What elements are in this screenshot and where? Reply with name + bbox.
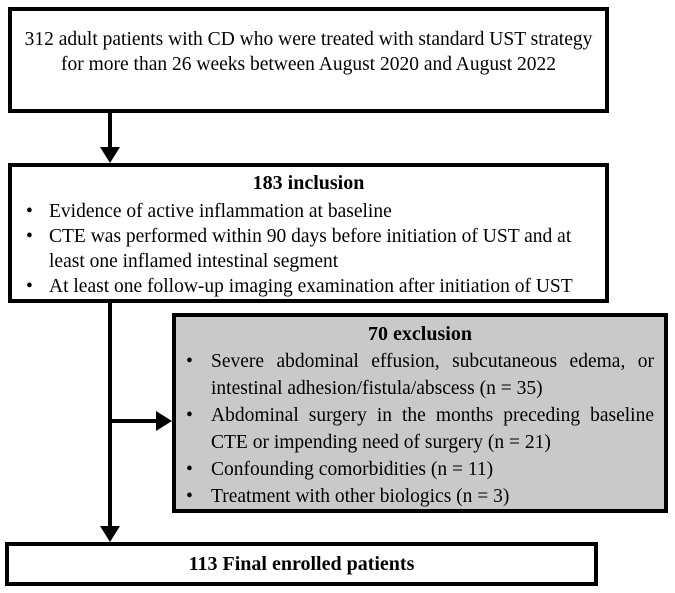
exclusion-box: 70 exclusion • Severe abdominal effusion… <box>172 313 668 513</box>
inclusion-bullet-2-text-line-2: least one inflamed intestinal segment <box>49 251 339 272</box>
list-item: • Abdominal surgery in the months preced… <box>186 402 654 456</box>
exclusion-bullet-2-text-line-1: Abdominal surgery in the months precedin… <box>211 405 654 426</box>
list-item: • At least one follow-up imaging examina… <box>26 274 601 299</box>
exclusion-title: 70 exclusion <box>368 323 472 345</box>
final-enrolled-box: 113 Final enrolled patients <box>5 542 598 586</box>
inclusion-bullet-list: • Evidence of active inflammation at bas… <box>12 196 605 299</box>
arrow-inclusion-to-final-line <box>108 303 112 527</box>
bullet-icon: • <box>26 201 33 222</box>
initial-cohort-text-line-2: for more than 26 weeks between August 20… <box>60 54 556 75</box>
inclusion-bullet-3-text: At least one follow-up imaging examinati… <box>49 276 573 297</box>
exclusion-bullet-1-text-line-2: intestinal adhesion/fistula/abscess (n =… <box>211 378 543 399</box>
exclusion-bullet-3-text: Confounding comorbidities (n = 11) <box>211 459 494 480</box>
bullet-icon: • <box>26 226 33 247</box>
final-enrolled-text: 113 Final enrolled patients <box>188 552 415 575</box>
list-item: • Treatment with other biologics (n = 3) <box>186 483 654 510</box>
list-item: • Severe abdominal effusion, subcutaneou… <box>186 348 654 402</box>
bullet-icon: • <box>186 459 193 480</box>
arrow-inclusion-to-final-head-icon <box>100 526 120 542</box>
bullet-icon: • <box>186 486 193 507</box>
list-item: • Evidence of active inflammation at bas… <box>26 199 601 224</box>
list-item: • Confounding comorbidities (n = 11) <box>186 456 654 483</box>
exclusion-bullet-list: • Severe abdominal effusion, subcutaneou… <box>176 348 664 510</box>
exclusion-bullet-1-text-line-1: Severe abdominal effusion, subcutaneous … <box>211 351 654 372</box>
inclusion-title: 183 inclusion <box>252 172 365 194</box>
arrow-branch-to-exclusion-head-icon <box>156 411 172 431</box>
initial-cohort-box: 312 adult patients with CD who were trea… <box>8 7 609 113</box>
inclusion-bullet-1-text: Evidence of active inflammation at basel… <box>49 201 392 222</box>
list-item: • CTE was performed within 90 days befor… <box>26 224 601 274</box>
bullet-icon: • <box>186 405 193 426</box>
inclusion-box: 183 inclusion • Evidence of active infla… <box>8 163 609 303</box>
arrow-branch-to-exclusion-line <box>110 419 156 423</box>
initial-cohort-text-line-1: 312 adult patients with CD who were trea… <box>24 29 593 50</box>
inclusion-bullet-2-text-line-1: CTE was performed within 90 days before … <box>49 226 572 247</box>
exclusion-bullet-2-text-line-2: CTE or impending need of surgery (n = 21… <box>211 432 551 453</box>
bullet-icon: • <box>186 351 193 372</box>
arrow-top-to-inclusion-line <box>108 113 112 149</box>
arrow-top-to-inclusion-head-icon <box>100 147 120 163</box>
bullet-icon: • <box>26 276 33 297</box>
exclusion-bullet-4-text: Treatment with other biologics (n = 3) <box>211 486 510 507</box>
